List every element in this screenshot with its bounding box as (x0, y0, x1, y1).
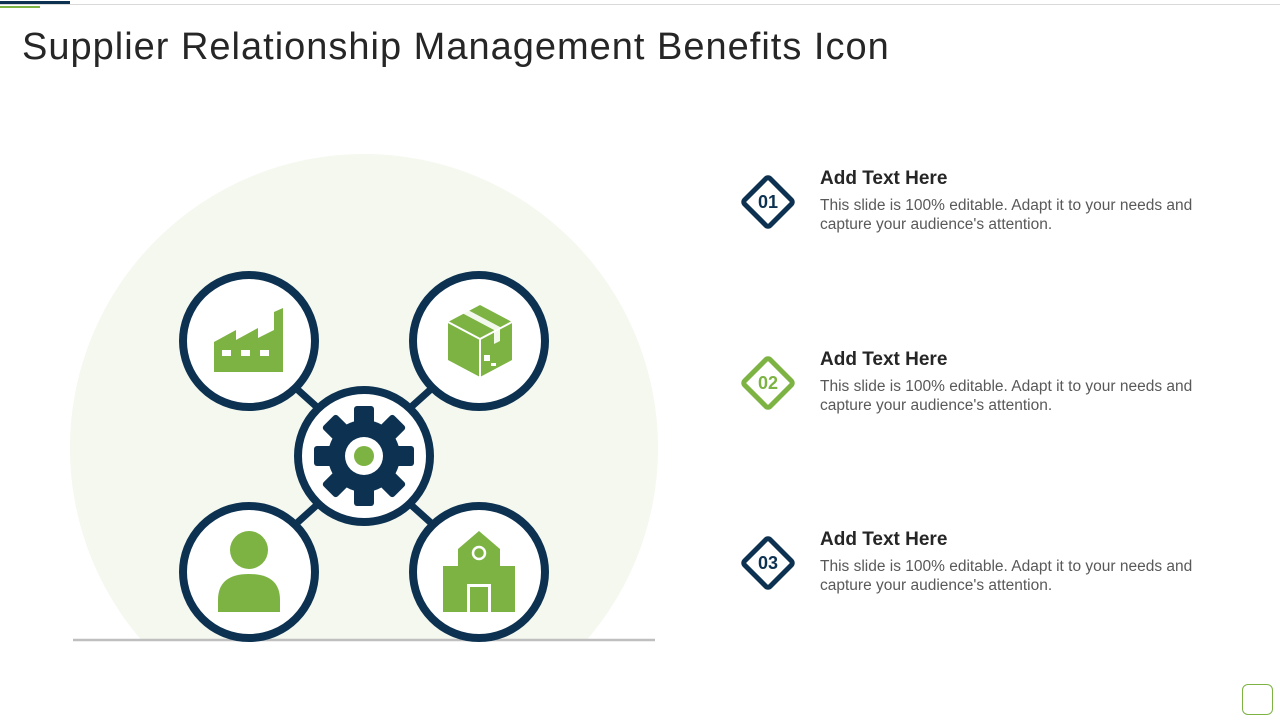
list-item-01: 01 Add Text Here This slide is 100% edit… (736, 168, 1196, 240)
connector-bottom-left (294, 500, 322, 526)
item-number: 01 (757, 192, 779, 212)
warehouse-icon (443, 531, 515, 612)
item-description: This slide is 100% editable. Adapt it to… (820, 197, 1193, 233)
top-accent-bar (0, 1, 70, 4)
item-heading: Add Text Here (820, 168, 948, 189)
top-accent-bar-green (0, 6, 40, 8)
gear-icon (314, 406, 414, 506)
item-number: 03 (757, 553, 779, 573)
corner-placeholder-box (1242, 684, 1273, 715)
factory-icon (214, 308, 283, 372)
page-title: Supplier Relationship Management Benefit… (22, 26, 890, 68)
item-heading: Add Text Here (820, 529, 948, 550)
top-divider (0, 4, 1280, 5)
diamond-badge-icon (741, 536, 795, 590)
hub-diagram (70, 154, 658, 642)
diamond-badge-icon (741, 356, 795, 410)
package-box-icon (447, 305, 513, 377)
user-icon (218, 531, 280, 612)
list-item-03: 03 Add Text Here This slide is 100% edit… (736, 529, 1196, 601)
connector-top-right (406, 386, 434, 412)
diamond-badge-icon (741, 175, 795, 229)
list-item-02: 02 Add Text Here This slide is 100% edit… (736, 349, 1196, 421)
item-description: This slide is 100% editable. Adapt it to… (820, 378, 1193, 414)
node-ring-user (179, 502, 319, 642)
connector-top-left (294, 386, 322, 412)
item-description: This slide is 100% editable. Adapt it to… (820, 558, 1193, 594)
item-heading: Add Text Here (820, 349, 948, 370)
item-number: 02 (757, 373, 779, 393)
connector-bottom-right (406, 500, 434, 526)
